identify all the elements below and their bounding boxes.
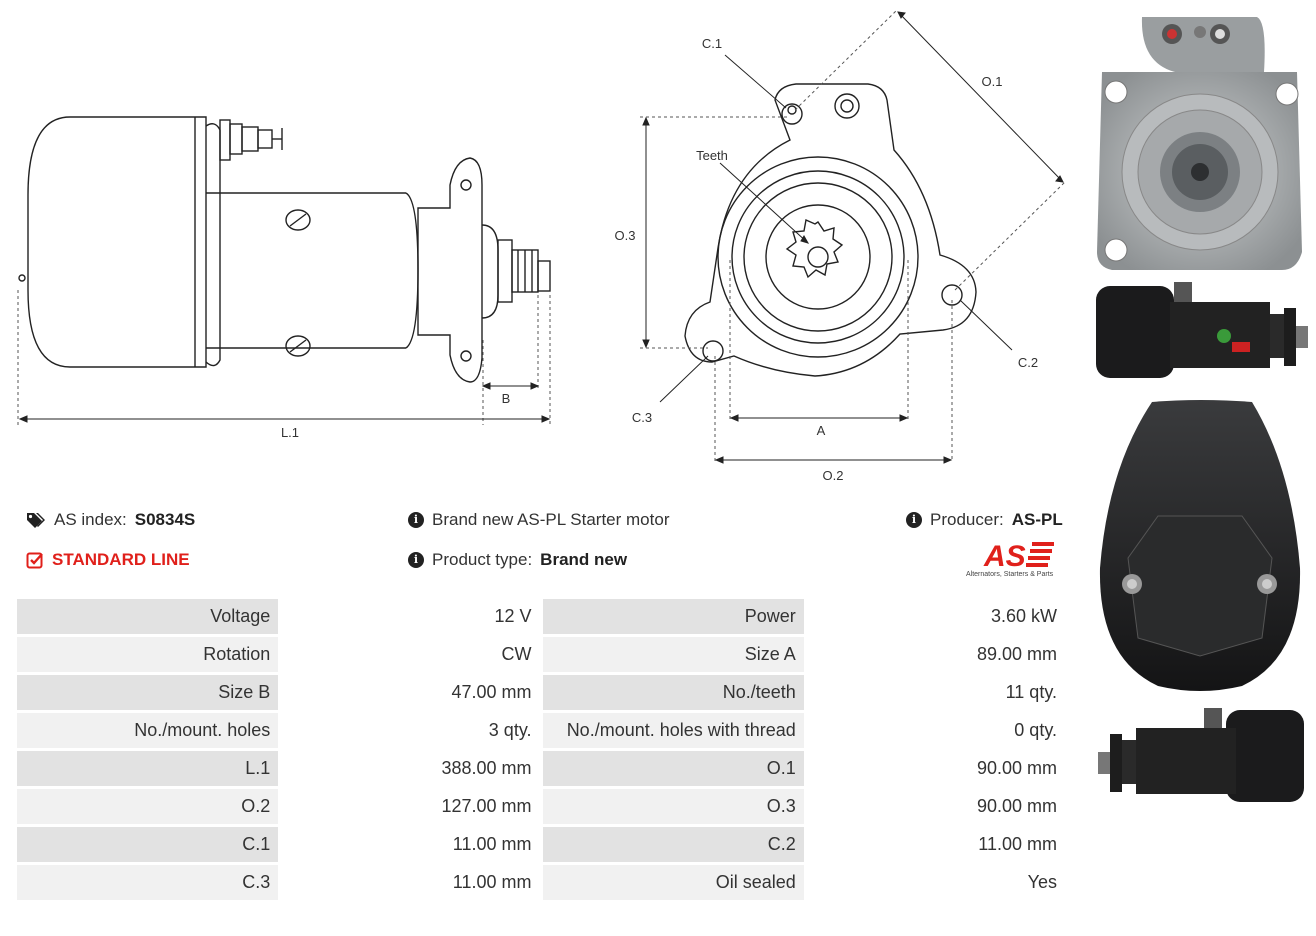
product-type-row: i Product type: Brand new	[408, 550, 627, 570]
producer-row: i Producer: AS-PL	[906, 510, 1063, 530]
front-view-drawing: C.1 O.1 Teeth O.3 C.2 C.3 A O.2	[615, 9, 1066, 483]
dim-label-b: B	[502, 391, 511, 406]
product-photo-rear	[1099, 400, 1301, 691]
product-type-value: Brand new	[540, 550, 628, 569]
spec-label: No./mount. holes	[17, 713, 279, 748]
as-index-row: AS index: S0834S	[26, 510, 195, 530]
spec-label: O.3	[542, 789, 804, 824]
as-index-label: AS index:	[54, 510, 127, 529]
spec-value: 11 qty.	[806, 675, 1065, 710]
spec-value: 47.00 mm	[281, 675, 540, 710]
info-icon: i	[906, 512, 922, 528]
description-text: Brand new AS-PL Starter motor	[432, 510, 670, 529]
standard-line-label: STANDARD LINE	[52, 550, 190, 569]
dim-label-c3: C.3	[632, 410, 652, 425]
spec-label: No./mount. holes with thread	[542, 713, 804, 748]
spec-value: 12 V	[281, 599, 540, 634]
check-square-icon	[26, 552, 43, 569]
description-row: i Brand new AS-PL Starter motor	[408, 510, 669, 530]
dim-label-a: A	[817, 423, 826, 438]
spec-label: C.3	[17, 865, 279, 900]
spec-value: 388.00 mm	[281, 751, 540, 786]
spec-label: Size A	[542, 637, 804, 672]
info-icon: i	[408, 552, 424, 568]
spec-label: C.1	[17, 827, 279, 862]
spec-label: No./teeth	[542, 675, 804, 710]
product-photo-front	[1097, 17, 1302, 270]
spec-label: Oil sealed	[542, 865, 804, 900]
side-view-drawing: B L.1	[17, 116, 551, 440]
spec-label: Voltage	[17, 599, 279, 634]
dim-label-o1: O.1	[982, 74, 1003, 89]
spec-value: 3 qty.	[281, 713, 540, 748]
spec-label: Rotation	[17, 637, 279, 672]
spec-value: 90.00 mm	[806, 751, 1065, 786]
spec-value: CW	[281, 637, 540, 672]
spec-label: Power	[542, 599, 804, 634]
dim-label-o3: O.3	[615, 228, 636, 243]
dim-label-c1: C.1	[702, 36, 722, 51]
spec-value: 11.00 mm	[806, 827, 1065, 862]
producer-value: AS-PL	[1011, 510, 1063, 529]
spec-label: L.1	[17, 751, 279, 786]
spec-value: 0 qty.	[806, 713, 1065, 748]
dim-label-o2: O.2	[823, 468, 844, 483]
spec-value: Yes	[806, 865, 1065, 900]
as-index-value: S0834S	[134, 510, 196, 529]
dim-label-l1: L.1	[281, 425, 299, 440]
as-logo-mark: AS	[983, 540, 1054, 573]
spec-value: 11.00 mm	[281, 865, 540, 900]
product-photo-side-2	[1098, 708, 1304, 802]
spec-label: Size B	[17, 675, 279, 710]
spec-label: C.2	[542, 827, 804, 862]
spec-value: 90.00 mm	[806, 789, 1065, 824]
spec-value: 11.00 mm	[281, 827, 540, 862]
info-icon: i	[408, 512, 424, 528]
spec-value: 127.00 mm	[281, 789, 540, 824]
dim-label-teeth: Teeth	[696, 148, 728, 163]
as-pl-logo: AS Alternators, Starters & Parts	[960, 538, 1070, 584]
spec-label: O.1	[542, 751, 804, 786]
tags-icon	[27, 513, 45, 528]
product-type-label: Product type:	[432, 550, 533, 569]
svg-text:AS: AS	[983, 540, 1026, 572]
producer-label: Producer:	[930, 510, 1004, 529]
product-photo-side	[1096, 282, 1308, 378]
standard-line-row: STANDARD LINE	[26, 550, 190, 570]
spec-value: 89.00 mm	[806, 637, 1065, 672]
spec-value: 3.60 kW	[806, 599, 1065, 634]
dim-label-c2: C.2	[1018, 355, 1038, 370]
spec-label: O.2	[17, 789, 279, 824]
logo-tagline: Alternators, Starters & Parts	[966, 571, 1054, 578]
